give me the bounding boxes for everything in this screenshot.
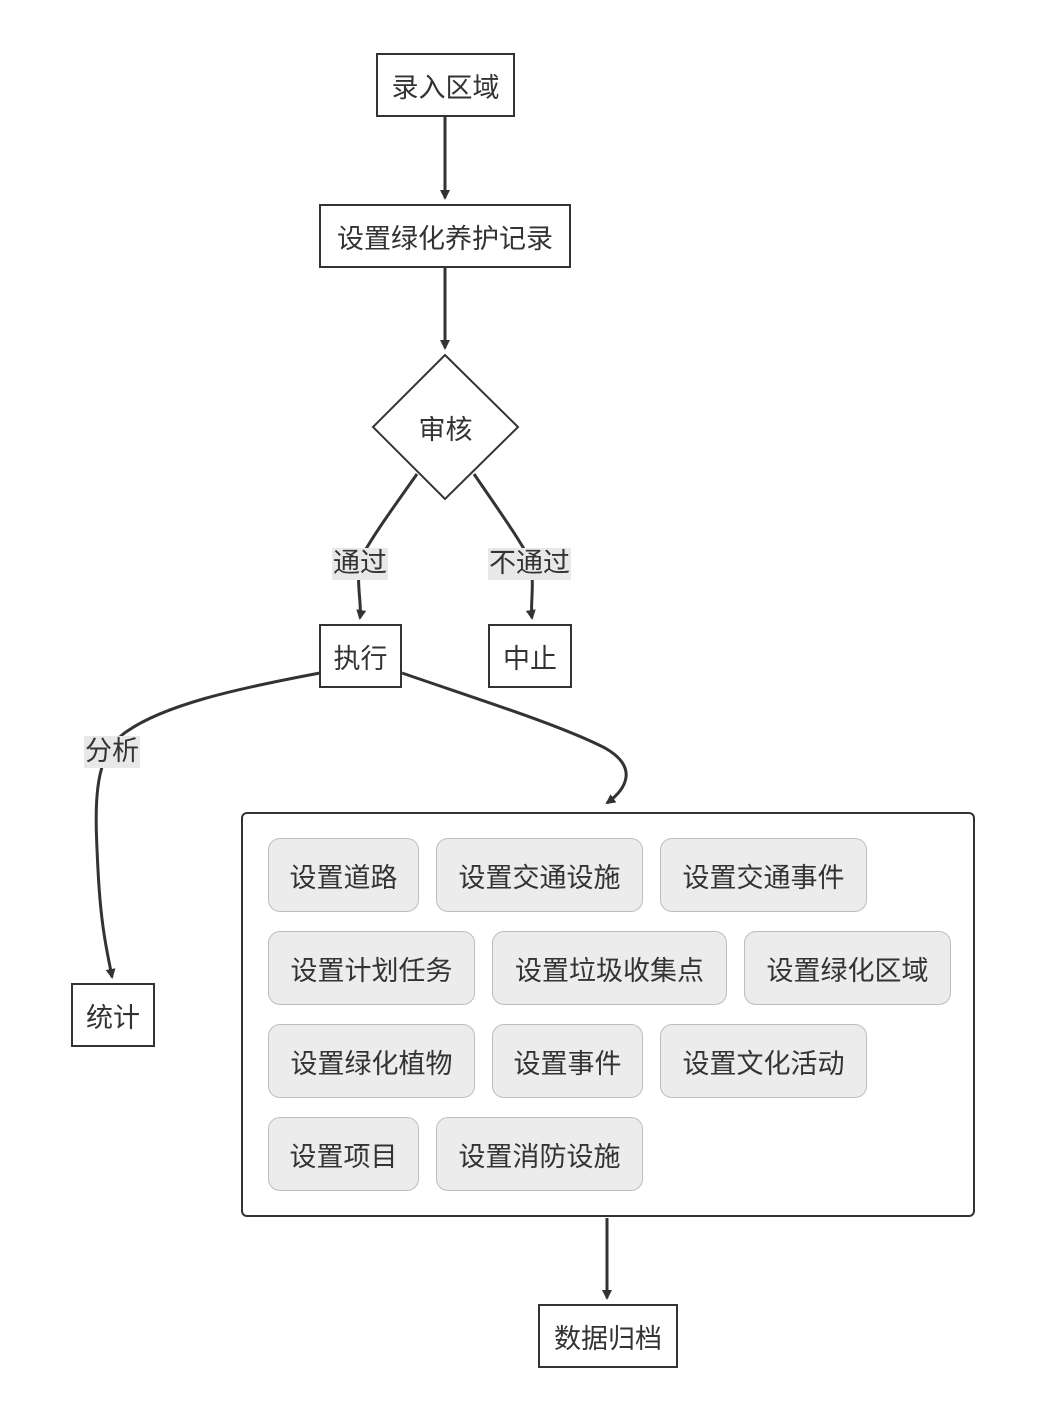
edge-label-pass: 通过 (332, 548, 388, 580)
edge-review-to-abort (472, 473, 536, 620)
group-item-traffic-facility: 设置交通设施 (436, 838, 643, 912)
node-review-label: 审核 (418, 414, 473, 446)
edge-review-to-execute (356, 473, 419, 620)
group-item-green-plant: 设置绿化植物 (268, 1024, 475, 1098)
edge-execute-to-statistics (94, 671, 321, 979)
group-item-fire-facility: 设置消防设施 (436, 1117, 643, 1191)
node-execute: 执行 (319, 624, 402, 688)
node-enter-area: 录入区域 (376, 53, 515, 117)
review-diamond-shape (371, 353, 520, 501)
node-archive: 数据归档 (538, 1304, 678, 1368)
group-item-green-area: 设置绿化区域 (744, 931, 951, 1005)
group-item-event: 设置事件 (492, 1024, 643, 1098)
settings-group: 设置道路 设置交通设施 设置交通事件 设置计划任务 设置垃圾收集点 设置绿化区域… (241, 812, 975, 1217)
edge-execute-to-group (401, 671, 628, 805)
group-item-plan-task: 设置计划任务 (268, 931, 475, 1005)
group-item-road: 设置道路 (268, 838, 419, 912)
group-item-project: 设置项目 (268, 1117, 419, 1191)
node-set-green-record: 设置绿化养护记录 (319, 204, 571, 268)
edge-label-fail: 不通过 (488, 548, 571, 580)
group-item-traffic-event: 设置交通事件 (660, 838, 867, 912)
edge-label-analyze: 分析 (84, 736, 140, 768)
group-item-culture-activity: 设置文化活动 (660, 1024, 867, 1098)
group-item-garbage-point: 设置垃圾收集点 (492, 931, 727, 1005)
node-abort: 中止 (488, 624, 572, 688)
node-statistics: 统计 (71, 983, 155, 1047)
